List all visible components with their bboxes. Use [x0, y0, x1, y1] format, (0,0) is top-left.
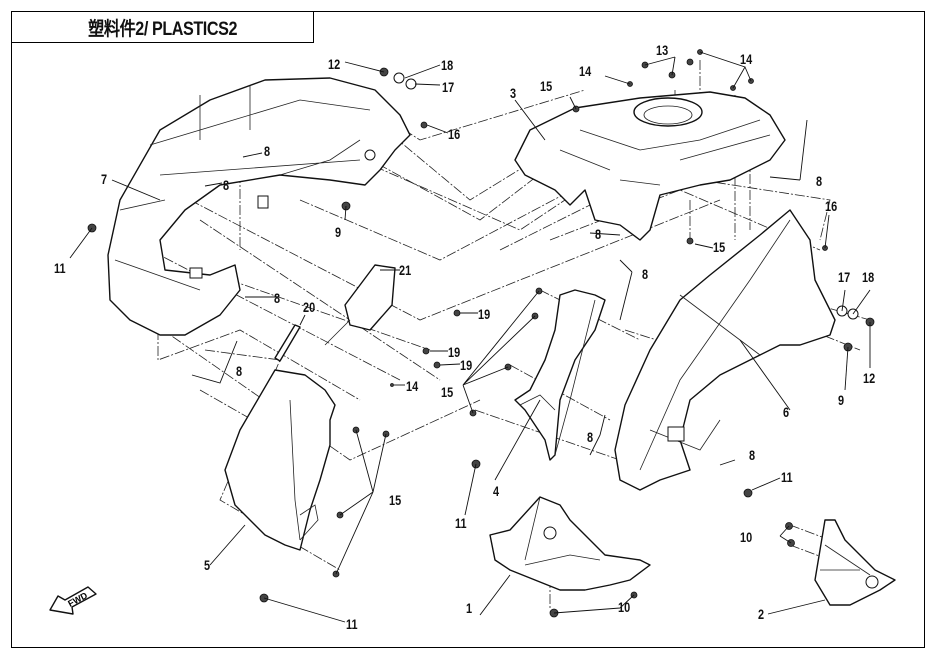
part-2-lower-guard-right[interactable] — [814, 519, 896, 606]
callout-19c: 19 — [460, 357, 473, 373]
callout-6: 6 — [783, 404, 790, 420]
part-21-bracket[interactable] — [324, 264, 396, 346]
callout-8g: 8 — [642, 266, 649, 282]
part-1-lower-guard[interactable] — [489, 496, 651, 591]
drawing-frame — [11, 11, 925, 648]
callout-14b: 14 — [740, 51, 753, 67]
callout-8b: 8 — [223, 177, 230, 193]
callout-14a: 14 — [579, 63, 592, 79]
callout-8c: 8 — [274, 290, 281, 306]
screw-19b-icon — [422, 347, 430, 355]
callout-5: 5 — [204, 557, 211, 573]
callout-11b: 11 — [455, 515, 467, 531]
callout-12b: 12 — [863, 370, 876, 386]
callout-9b: 9 — [838, 392, 845, 408]
clip-15b-icon — [686, 237, 694, 245]
callout-7: 7 — [101, 171, 108, 187]
title-block: 塑料件2/ PLASTICS2 — [12, 12, 314, 43]
callout-11c: 11 — [346, 616, 358, 632]
leader-lines — [69, 51, 871, 623]
callout-10a: 10 — [618, 599, 631, 615]
screw-19c-icon — [433, 361, 441, 369]
callout-16b: 16 — [825, 198, 838, 214]
callout-8e: 8 — [595, 226, 602, 242]
part-20-strip[interactable] — [274, 324, 301, 362]
washer-17-icon — [405, 78, 417, 90]
callout-15b: 15 — [713, 239, 726, 255]
callout-14c: 14 — [406, 378, 419, 394]
part-7-left-side-cover[interactable] — [107, 77, 411, 336]
callout-13: 13 — [656, 42, 669, 58]
callout-19a: 19 — [478, 306, 491, 322]
part-5-left-inner-panel[interactable] — [224, 369, 336, 551]
callout-21: 21 — [399, 262, 412, 278]
callout-16a: 16 — [448, 126, 461, 142]
part-3-fuel-tank-cover[interactable] — [514, 91, 786, 241]
callout-15d: 15 — [389, 492, 402, 508]
part-4-right-inner-panel[interactable] — [514, 289, 606, 461]
callout-17a: 17 — [442, 79, 455, 95]
part-6-right-side-cover[interactable] — [614, 209, 836, 491]
callout-11a: 11 — [54, 260, 66, 276]
screw-13c-icon — [686, 58, 694, 66]
callout-15a: 15 — [540, 78, 553, 94]
callout-18b: 18 — [862, 269, 875, 285]
screw-14e-icon — [390, 383, 394, 387]
callout-11d: 11 — [781, 469, 793, 485]
callout-4: 4 — [493, 483, 500, 499]
callout-15c: 15 — [441, 384, 454, 400]
callout-17b: 17 — [838, 269, 851, 285]
screw-19-icon — [453, 309, 461, 317]
callout-8i: 8 — [749, 447, 756, 463]
callout-12a: 12 — [328, 56, 341, 72]
callout-8d: 8 — [236, 363, 243, 379]
callout-8f: 8 — [816, 173, 823, 189]
callout-18a: 18 — [441, 57, 454, 73]
page-title: 塑料件2/ PLASTICS2 — [88, 18, 237, 40]
bolt-11d-icon — [743, 488, 753, 498]
callout-8a: 8 — [264, 143, 271, 159]
callout-9a: 9 — [335, 224, 342, 240]
callout-10b: 10 — [740, 529, 753, 545]
washer-18-icon — [393, 72, 405, 84]
callout-8h: 8 — [587, 429, 594, 445]
callout-19b: 19 — [448, 344, 461, 360]
callout-20: 20 — [303, 299, 316, 315]
screw-16-icon — [420, 121, 428, 129]
callout-1: 1 — [466, 600, 473, 616]
fwd-arrow-icon: FWD — [49, 586, 97, 615]
callout-2: 2 — [758, 606, 765, 622]
callout-3: 3 — [510, 85, 517, 101]
